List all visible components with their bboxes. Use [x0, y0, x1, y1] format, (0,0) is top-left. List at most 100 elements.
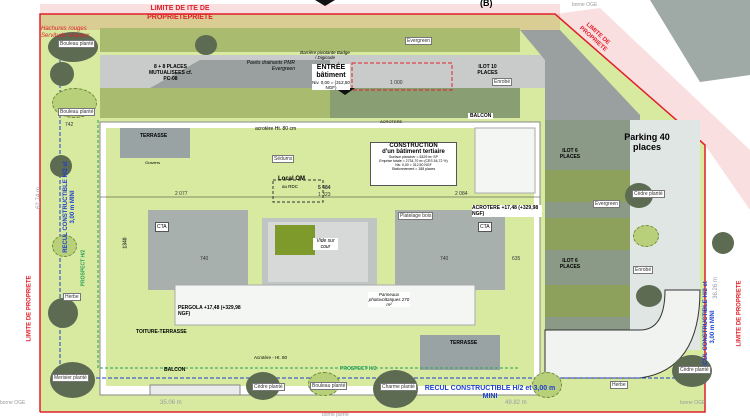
- dim-742: 742: [65, 122, 74, 128]
- courtyard-plants: [275, 225, 315, 255]
- dim-5484: 5 484: [318, 185, 331, 191]
- cta-right: CTA: [478, 222, 492, 232]
- entree-dashed-box: [351, 62, 453, 91]
- evergreen-label: Evergreen: [405, 37, 433, 45]
- top-parking-row: [100, 28, 520, 52]
- tree-bouleau-e: [633, 225, 659, 247]
- barriere-label: Barrière pivotante Badge / Digicode: [300, 50, 350, 60]
- prospect-line: [97, 120, 520, 369]
- construction-box: CONSTRUCTION d'un bâtiment tertiaire Sur…: [370, 142, 457, 186]
- tree-merisier-e: [712, 232, 734, 254]
- entree-niv: Niv. 0,00 = (312,50 NGF): [312, 80, 350, 90]
- tree-label: Cèdre planté: [252, 383, 285, 391]
- ilot6a-label: ILOT 6 PLACES: [559, 148, 581, 160]
- pv-panels: [174, 284, 476, 326]
- herbe-left: Herbe: [63, 293, 81, 301]
- terrasse-nw-label: TERRASSE: [140, 133, 168, 139]
- parking-stalls-3: [545, 285, 630, 317]
- tree-label: Bouleau planté: [58, 40, 96, 48]
- construction-line: Surface plancher = 6329 m² SP: [389, 155, 438, 159]
- pergola-label: PERGOLA +17,48 (+329,98 NGF): [178, 305, 241, 317]
- sedums-label: Sédums: [272, 155, 295, 163]
- construction-line: Stationnement = 188 places: [391, 167, 436, 171]
- borne-oge-right: borne OGE: [680, 400, 706, 406]
- tree-bouleau-se: [532, 372, 562, 398]
- recul-bottom: RECUL CONSTRUCTIBLE H/2 et 3,00 m MINI: [424, 385, 556, 400]
- borne-pierre: borne pierre: [322, 412, 349, 418]
- dim-4982: 49.82 m: [505, 400, 527, 406]
- tree-cedre-left: [50, 155, 72, 177]
- tree-merisier-e2: [636, 285, 662, 307]
- glass-roof: [474, 127, 536, 194]
- dim-740-left: 740: [200, 256, 209, 262]
- entree-title: ENTRÉE bâtiment: [312, 64, 350, 80]
- tree-bouleau-left: [52, 235, 77, 257]
- dim-635: 635: [512, 256, 521, 262]
- parking-stalls-1: [545, 170, 630, 202]
- acrotere-top: ACROTERE: [380, 119, 403, 124]
- limit-top-label: LIMITE DE ITE DE PROPRIETEPRIETE: [147, 5, 213, 21]
- places-mutual-label: 8 + 8 PLACES MUTUALISEES cf. PC-08: [148, 64, 193, 82]
- property-limit-line: [39, 13, 706, 413]
- hachures-label: Hachures rouges: [41, 26, 87, 32]
- local-om-label: Local OM: [278, 176, 306, 182]
- cta-left: CTA: [155, 222, 169, 232]
- toiture-label: TOITURE-TERRASSE: [136, 329, 187, 335]
- tree-label: Merisier planté: [52, 374, 89, 382]
- enrobe-label: Enrobé: [492, 78, 513, 86]
- panneaux-label: Panneaux photovoltaïques 270 m²: [368, 292, 410, 307]
- evergreen-right: Evergreen: [593, 200, 621, 208]
- dim-2084: 2 084: [455, 191, 468, 197]
- construction-line: Emprise totale = 2734,70 m² (CES 54,72 %…: [379, 159, 448, 163]
- limite-left: LIMITE DE PROPRIETE: [26, 275, 33, 342]
- construction-title: CONSTRUCTION: [389, 143, 438, 149]
- terrace-nw: [120, 128, 190, 158]
- section-marker: (B): [480, 0, 493, 8]
- platelage-label: Platelage bois: [398, 212, 434, 220]
- limite-right: LIMITE DE PROPRIETE: [736, 280, 743, 347]
- dim-740-right: 740: [440, 256, 449, 262]
- road-shadow: [150, 60, 330, 88]
- servitude-label: Servitude réseaux: [41, 33, 90, 39]
- dim-1340: 1340: [122, 237, 129, 249]
- dim-1000: 1 000: [390, 80, 403, 86]
- acrotere-h80: acrotère Ht. 80 cm: [255, 126, 297, 132]
- acrotere-right: ACROTERE +17,48 (+329,98 NGF): [472, 205, 542, 217]
- tree-label: Cèdre planté: [678, 366, 711, 374]
- tree-label: Bouleau planté: [310, 382, 348, 390]
- tree-merisier: [50, 62, 74, 86]
- lower-parking-row: [100, 88, 330, 118]
- ilot10-label: ILOT 10 PLACES: [477, 64, 498, 76]
- dim-2077: 2 077: [175, 191, 188, 197]
- prospect-left: PROSPECT H/2: [80, 249, 87, 287]
- herbe-right: Herbe: [610, 381, 628, 389]
- tree-charme: [195, 35, 217, 55]
- dim-3506: 35.06 m: [160, 400, 182, 406]
- acrotere-h80b: Acrotère - Ht. 80: [254, 355, 288, 360]
- construction-line: Niv. 0,00 = 312,50 NGF: [395, 163, 432, 167]
- borne-oge-left: borne OGE: [0, 400, 26, 406]
- borne-oge-top: borne OGE: [572, 2, 598, 8]
- terrace-se: [420, 335, 500, 370]
- parking-label: Parking 40 places: [624, 132, 670, 152]
- prospect-bottom: PROSPECT H/2: [340, 366, 377, 372]
- vide-label: Vide sur cour: [313, 238, 338, 250]
- hatch-top: [40, 4, 560, 30]
- paves-label: Pavés drainants PMR Evergreen: [246, 60, 295, 72]
- balcon-s: [149, 384, 241, 396]
- graviers-label: Graviers: [145, 160, 161, 165]
- hatch-diagonal: [555, 8, 750, 210]
- dim-1323: 1 323: [318, 192, 331, 198]
- parking-stalls-2: [545, 218, 630, 250]
- balcon-s-label: BALCON: [164, 367, 186, 373]
- tree-cedre-sw: [48, 298, 78, 328]
- balcon-label: BALCON: [468, 113, 494, 119]
- recul-left: RECUL CONSTRUCTIBLE H/2 et 3,00 m MINI: [63, 161, 76, 253]
- construction-subtitle: d'un bâtiment tertiaire: [382, 149, 445, 155]
- enrobe-right: Enrobé: [633, 266, 654, 274]
- road-right: [520, 30, 640, 130]
- tree-label: Charme planté: [380, 383, 417, 391]
- tree-label: Cèdre planté: [632, 190, 665, 198]
- local-om-sub: au RDC: [282, 184, 299, 189]
- ilot6b-label: ILOT 6 PLACES: [559, 258, 581, 270]
